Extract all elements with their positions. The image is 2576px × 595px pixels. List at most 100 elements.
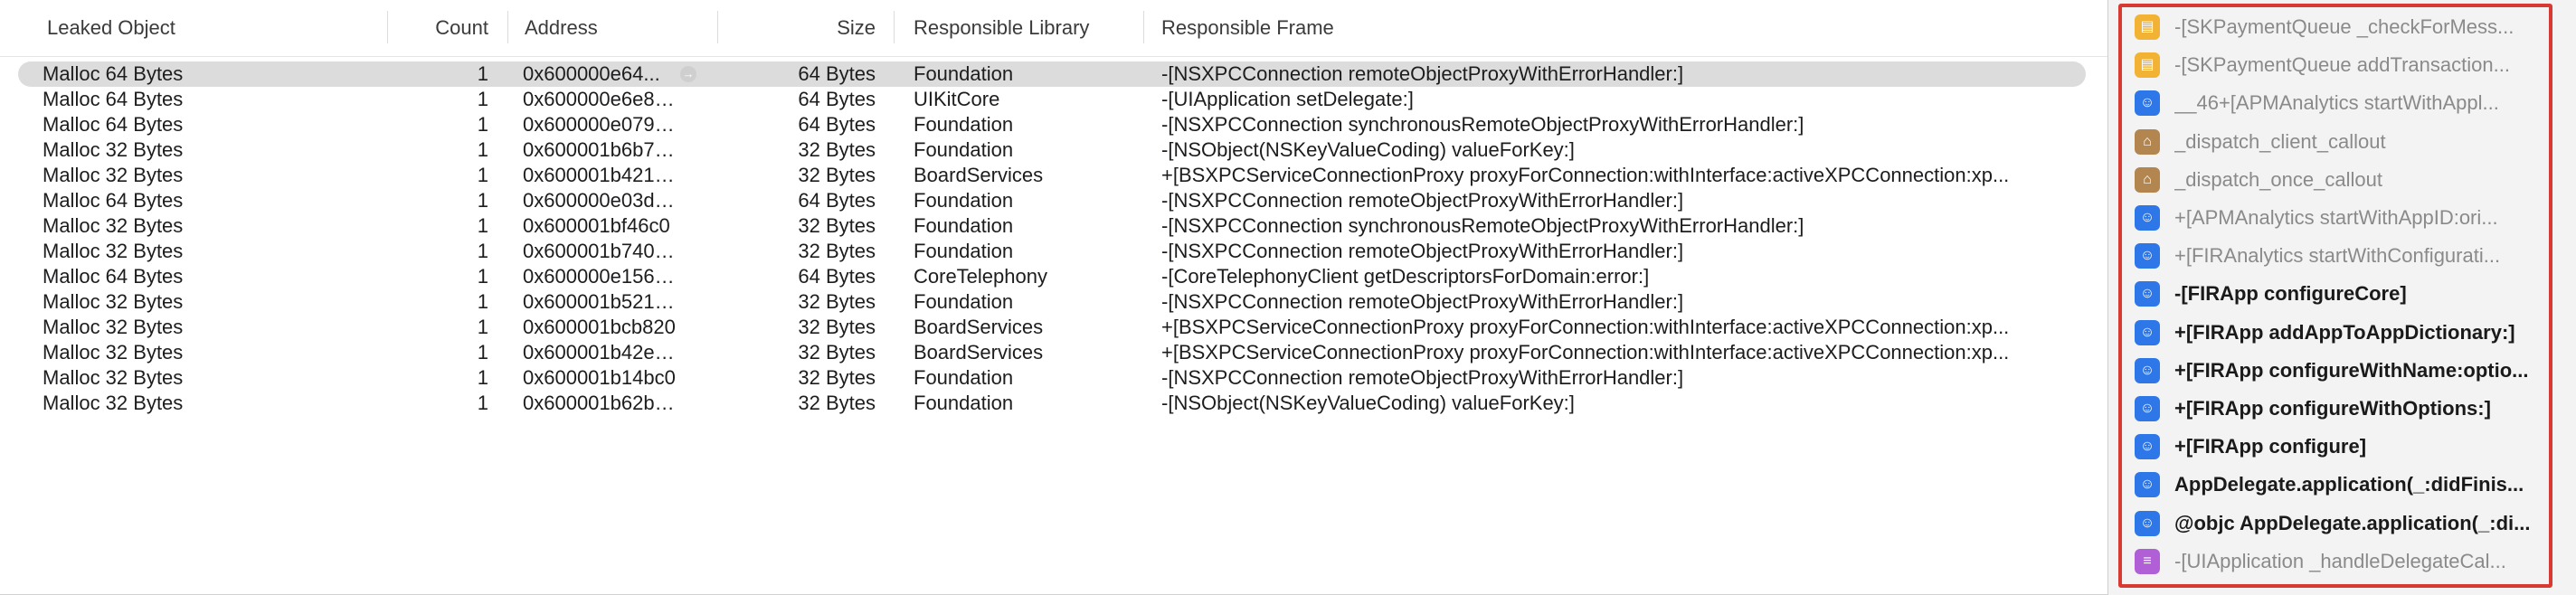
cell-size: 32 Bytes — [798, 164, 876, 186]
stack-trace-panel — [2108, 0, 2576, 595]
split-view-divider[interactable] — [2107, 0, 2108, 595]
stack-frame[interactable]: ≡-[UIApplication _handleDelegateCal... — [2135, 544, 2547, 579]
stack-frame[interactable]: ▤-[SKPaymentQueue _checkForMess... — [2135, 10, 2547, 44]
column-header-count[interactable]: Count — [435, 16, 488, 39]
stack-frame[interactable]: ⌂ _dispatch_client_callout — [2135, 125, 2547, 159]
stack-frame-label: _dispatch_once_callout — [2174, 167, 2382, 191]
cell-leaked-object: Malloc 64 Bytes — [43, 62, 184, 85]
user-icon: ☺ — [2135, 90, 2160, 117]
cell-responsible-frame: -[NSXPCConnection remoteObjectProxyWithE… — [1161, 189, 1684, 212]
stack-frame-label: __46+[APMAnalytics startWithAppl... — [2174, 91, 2499, 115]
user-icon: ☺ — [2135, 396, 2160, 421]
cell-responsible-frame: -[NSXPCConnection synchronousRemoteObjec… — [1161, 113, 1804, 136]
cell-leaked-object: Malloc 32 Bytes — [43, 290, 184, 313]
cell-address: 0x600001b62ba0 — [523, 392, 677, 414]
column-header-responsible-library[interactable]: Responsible Library — [914, 16, 1090, 39]
stack-frame[interactable]: ☺ +[APMAnalytics startWithAppID:ori... — [2135, 201, 2547, 235]
user-icon: ☺ — [2135, 357, 2160, 383]
cell-responsible-frame: -[NSXPCConnection remoteObjectProxyWithE… — [1161, 290, 1684, 313]
cell-leaked-object: Malloc 32 Bytes — [43, 164, 184, 186]
column-header-size[interactable]: Size — [837, 16, 876, 39]
stack-frame-label: +[APMAnalytics startWithAppID:ori... — [2174, 206, 2498, 229]
stack-frame[interactable]: ☺ __46+[APMAnalytics startWithAppl... — [2135, 86, 2547, 120]
cell-leaked-object: Malloc 32 Bytes — [43, 392, 184, 414]
cell-responsible-frame: -[NSXPCConnection remoteObjectProxyWithE… — [1161, 240, 1684, 262]
go-to-address-icon[interactable]: → — [680, 66, 696, 82]
cell-size: 32 Bytes — [798, 138, 876, 161]
stack-frame[interactable]: ☺+[FIRApp configureWithOptions:] — [2135, 392, 2547, 426]
cell-count: 1 — [477, 214, 488, 237]
cell-leaked-object: Malloc 64 Bytes — [43, 88, 184, 110]
cell-count: 1 — [477, 392, 488, 414]
cell-responsible-library: Foundation — [914, 290, 1014, 313]
cell-responsible-frame: -[NSXPCConnection remoteObjectProxyWithE… — [1161, 62, 1684, 85]
cell-size: 32 Bytes — [798, 240, 876, 262]
cell-responsible-frame: -[CoreTelephonyClient getDescriptorsForD… — [1161, 265, 1650, 288]
toolbox-icon: ▤ — [2135, 14, 2160, 40]
cell-size: 32 Bytes — [798, 366, 876, 389]
cell-address: 0x600001b74040 — [523, 240, 677, 262]
stack-frame[interactable]: ☺+[FIRApp addAppToAppDictionary:] — [2135, 316, 2547, 350]
cell-size: 32 Bytes — [798, 341, 876, 364]
cell-address: 0x600001bcb820 — [523, 316, 676, 338]
column-separator[interactable] — [387, 11, 388, 43]
cell-leaked-object: Malloc 32 Bytes — [43, 138, 184, 161]
stack-frame[interactable]: ☺@objc AppDelegate.application(_:di... — [2135, 506, 2547, 541]
column-separator[interactable] — [507, 11, 508, 43]
column-separator[interactable] — [1143, 11, 1144, 43]
layers-icon: ≡ — [2135, 548, 2160, 574]
stack-frame[interactable]: ▤-[SKPaymentQueue addTransaction... — [2135, 48, 2547, 82]
cell-responsible-frame: +[BSXPCServiceConnectionProxy proxyForCo… — [1161, 316, 2010, 338]
cell-responsible-library: Foundation — [914, 366, 1014, 389]
stack-frame[interactable]: ☺-[FIRApp configureCore] — [2135, 277, 2547, 311]
column-header-leaked-object[interactable]: Leaked Object — [47, 16, 175, 39]
cell-responsible-library: UIKitCore — [914, 88, 1000, 110]
cell-responsible-frame: -[NSObject(NSKeyValueCoding) valueForKey… — [1161, 138, 1575, 161]
cell-address: 0x600000e15640 — [523, 265, 677, 288]
stack-frame[interactable]: ☺+[FIRApp configure] — [2135, 430, 2547, 464]
toolbox-icon: ▤ — [2135, 52, 2160, 79]
cell-address: 0x600001b52180 — [523, 290, 677, 313]
column-separator[interactable] — [717, 11, 718, 43]
library-icon: ⌂ — [2135, 128, 2160, 155]
cell-count: 1 — [477, 88, 488, 110]
cell-size: 32 Bytes — [798, 290, 876, 313]
stack-frame[interactable]: ⌂_dispatch_once_callout — [2135, 163, 2547, 197]
cell-count: 1 — [477, 366, 488, 389]
user-icon: ☺ — [2135, 319, 2160, 345]
cell-leaked-object: Malloc 32 Bytes — [43, 341, 184, 364]
stack-frame[interactable]: ☺+[FIRAnalytics startWithConfigurati... — [2135, 239, 2547, 273]
cell-size: 32 Bytes — [798, 316, 876, 338]
column-separator[interactable] — [894, 11, 895, 43]
cell-responsible-library: Foundation — [914, 189, 1014, 212]
stack-frame-label: +[FIRApp configure] — [2174, 435, 2367, 458]
column-header-address[interactable]: Address — [525, 16, 598, 39]
cell-responsible-library: CoreTelephony — [914, 265, 1047, 288]
cell-address: 0x600000e03d40 — [523, 189, 677, 212]
stack-frame[interactable]: ☺+[FIRApp configureWithName:optio... — [2135, 354, 2547, 388]
stack-frame[interactable]: ☺AppDelegate.application(_:didFinis... — [2135, 468, 2547, 502]
table-header: Leaked Object Count Address Size Respons… — [0, 0, 2107, 57]
cell-responsible-library: Foundation — [914, 214, 1014, 237]
stack-frame-label: _dispatch_client_callout — [2174, 129, 2386, 153]
cell-address: 0x600000e6e800 — [523, 88, 677, 110]
user-icon: ☺ — [2135, 205, 2160, 231]
cell-address: 0x600000e07940 — [523, 113, 677, 136]
cell-responsible-library: Foundation — [914, 392, 1014, 414]
cell-size: 32 Bytes — [798, 214, 876, 237]
column-header-responsible-frame[interactable]: Responsible Frame — [1161, 16, 1334, 39]
